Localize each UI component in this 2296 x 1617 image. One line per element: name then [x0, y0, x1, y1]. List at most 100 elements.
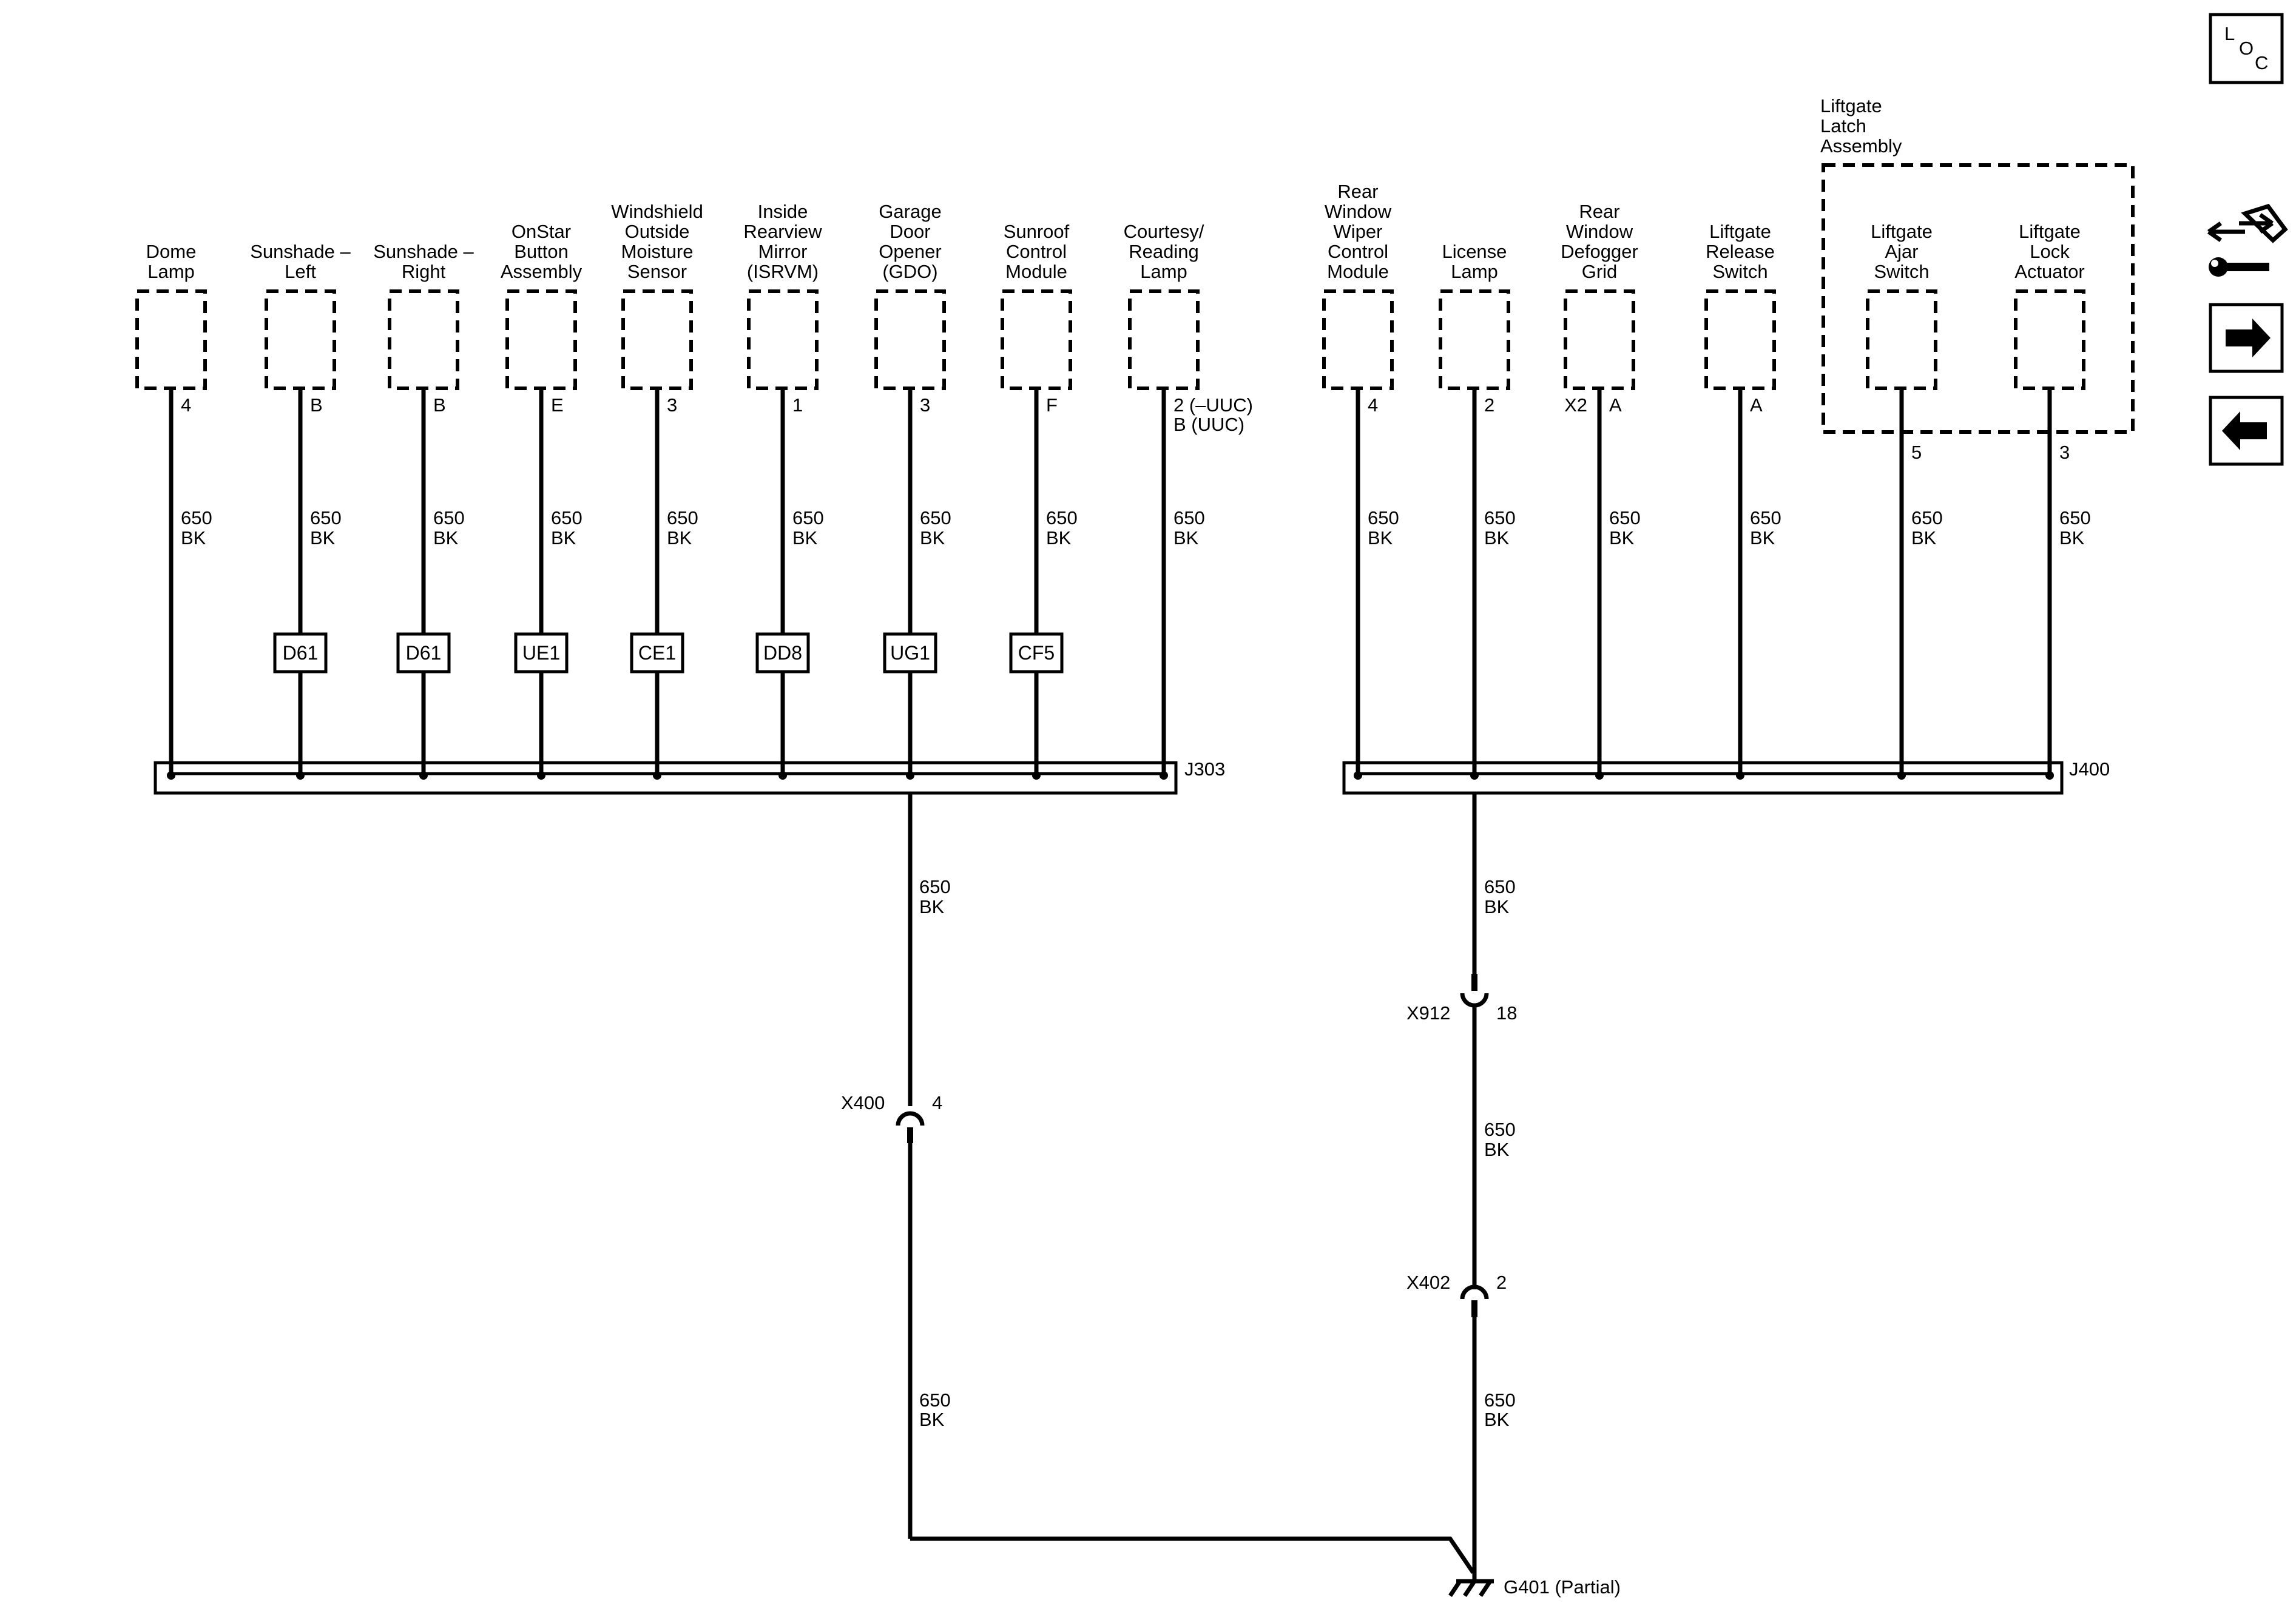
j400-trunk-1-wire-color: BK	[1484, 896, 1510, 917]
component-name-rear-window-wiper-control-module-line-1: Rear	[1337, 181, 1378, 202]
pin-alt-courtesy-reading-lamp: B (UUC)	[1173, 414, 1244, 435]
component-name-inside-rearview-mirror-isrvm-line-1: Inside	[758, 201, 808, 222]
arrow-right-icon[interactable]	[2209, 303, 2284, 373]
loc-button-frame[interactable]	[2209, 13, 2284, 84]
wire-gauge-rear-window-defogger-grid: 650	[1609, 507, 1641, 528]
connector-wrench-icon[interactable]	[2207, 203, 2288, 277]
component-box-dome-lamp	[135, 289, 207, 390]
wire-color-rear-window-wiper-control-module: BK	[1368, 527, 1393, 549]
pin-liftgate-ajar-switch: 5	[1911, 442, 1922, 463]
splice-dot-liftgate-release-switch	[1736, 771, 1744, 780]
option-box-sunroof-control-module	[1009, 632, 1064, 673]
pin-onstar-button-assembly: E	[551, 394, 564, 416]
splice-dot-sunshade-left	[296, 771, 305, 780]
j400-trunk-1-wire-gauge: 650	[1484, 876, 1516, 897]
component-box-courtesy-reading-lamp	[1128, 289, 1200, 390]
component-name-courtesy-reading-lamp-line-1: Courtesy/	[1124, 221, 1204, 242]
wire-gauge-sunshade-left: 650	[310, 507, 342, 528]
wire-gauge-liftgate-release-switch: 650	[1750, 507, 1781, 528]
component-name-liftgate-release-switch-line-2: Release	[1706, 241, 1775, 262]
splice-j400-body	[1342, 761, 2064, 795]
component-name-garage-door-opener-gdo-line-3: Opener	[879, 241, 941, 262]
component-name-liftgate-ajar-switch-line-2: Ajar	[1885, 241, 1918, 262]
wire-gauge-license-lamp: 650	[1484, 507, 1516, 528]
pin-windshield-outside-moisture-sensor: 3	[667, 394, 677, 416]
component-name-dome-lamp-line-1: Dome	[146, 241, 197, 262]
splice-dot-sunroof-control-module	[1032, 771, 1041, 780]
component-name-sunshade-left-line-1: Sunshade –	[250, 241, 351, 262]
component-name-liftgate-ajar-switch-line-1: Liftgate	[1871, 221, 1933, 242]
splice-dot-rear-window-wiper-control-module	[1354, 771, 1362, 780]
splice-dot-license-lamp	[1470, 771, 1479, 780]
liftgate-latch-assembly-label-line-1: Liftgate	[1820, 95, 1882, 116]
component-name-rear-window-defogger-grid-line-2: Window	[1566, 221, 1633, 242]
option-box-windshield-outside-moisture-sensor	[630, 632, 684, 673]
component-name-windshield-outside-moisture-sensor-line-3: Moisture	[621, 241, 694, 262]
pin-sunshade-left: B	[310, 394, 323, 416]
arrow-left-icon[interactable]	[2209, 396, 2284, 466]
component-name-rear-window-wiper-control-module-line-3: Wiper	[1334, 221, 1383, 242]
wire-color-rear-window-defogger-grid: BK	[1609, 527, 1635, 549]
component-name-inside-rearview-mirror-isrvm-line-2: Rearview	[743, 221, 822, 242]
option-code-garage-door-opener-gdo: UG1	[890, 642, 930, 664]
component-name-sunshade-left-line-2: Left	[285, 261, 316, 282]
wire-color-courtesy-reading-lamp: BK	[1173, 527, 1199, 549]
wire-gauge-windshield-outside-moisture-sensor: 650	[667, 507, 698, 528]
j303-trunk-upper-wire-gauge: 650	[919, 876, 951, 897]
loc-letter-c: C	[2255, 52, 2268, 73]
component-name-windshield-outside-moisture-sensor-line-1: Windshield	[611, 201, 703, 222]
x402-connector-label: X402	[1406, 1272, 1450, 1293]
component-name-liftgate-release-switch-line-1: Liftgate	[1709, 221, 1771, 242]
pin-rear-window-wiper-control-module: 4	[1368, 394, 1378, 416]
wire-color-sunshade-left: BK	[310, 527, 336, 549]
x912-connector-label: X912	[1406, 1002, 1450, 1024]
wire-gauge-garage-door-opener-gdo: 650	[920, 507, 951, 528]
pin-inside-rearview-mirror-isrvm: 1	[792, 394, 803, 416]
option-box-sunshade-right	[396, 632, 451, 673]
component-name-rear-window-wiper-control-module-line-5: Module	[1327, 261, 1389, 282]
component-name-inside-rearview-mirror-isrvm-line-3: Mirror	[758, 241, 808, 262]
wire-gauge-sunroof-control-module: 650	[1046, 507, 1078, 528]
component-name-courtesy-reading-lamp-line-3: Lamp	[1140, 261, 1187, 282]
component-box-sunshade-left	[265, 289, 336, 390]
splice-j303-body	[154, 761, 1178, 795]
component-name-liftgate-lock-actuator-line-3: Actuator	[2014, 261, 2084, 282]
component-box-garage-door-opener-gdo	[874, 289, 946, 390]
x912-connector-symbol	[1460, 993, 1489, 1008]
ground-tick-3	[1479, 1580, 1492, 1597]
option-box-garage-door-opener-gdo	[883, 632, 937, 673]
pin-left-rear-window-defogger-grid: X2	[1564, 394, 1587, 416]
component-name-windshield-outside-moisture-sensor-line-2: Outside	[625, 221, 690, 242]
wire-gauge-onstar-button-assembly: 650	[551, 507, 582, 528]
j303-trunk-lower-wire-color: BK	[919, 1409, 945, 1430]
splice-dot-dome-lamp	[167, 771, 175, 780]
x402-connector-pin-body	[1471, 1300, 1477, 1317]
x400-connector-pin-body	[907, 1127, 913, 1143]
j303-trunk-to-ground	[910, 1536, 1475, 1574]
pin-rear-window-defogger-grid: A	[1609, 394, 1622, 416]
wire-color-sunroof-control-module: BK	[1046, 527, 1072, 549]
wire-color-liftgate-lock-actuator: BK	[2059, 527, 2085, 549]
x912-connector-pin: 18	[1496, 1002, 1517, 1024]
pin-sunshade-right: B	[433, 394, 446, 416]
wire-color-license-lamp: BK	[1484, 527, 1510, 549]
component-box-liftgate-lock-actuator	[2014, 289, 2085, 390]
component-name-onstar-button-assembly-line-3: Assembly	[501, 261, 582, 282]
option-code-inside-rearview-mirror-isrvm: DD8	[763, 642, 802, 664]
loc-button[interactable]: L O C	[2209, 13, 2284, 84]
wire-color-onstar-button-assembly: BK	[551, 527, 576, 549]
pin-liftgate-release-switch: A	[1750, 394, 1763, 416]
component-box-rear-window-defogger-grid	[1564, 289, 1635, 390]
component-name-sunroof-control-module-line-1: Sunroof	[1004, 221, 1070, 242]
component-name-garage-door-opener-gdo-line-1: Garage	[879, 201, 941, 222]
splice-dot-onstar-button-assembly	[537, 771, 545, 780]
j303-trunk-lower-wire-gauge: 650	[919, 1389, 951, 1411]
option-code-onstar-button-assembly: UE1	[522, 642, 560, 664]
static-wiring: J303 J400 650 BK X400 4 650 BK 650 BK X9…	[154, 163, 2135, 1598]
component-name-sunroof-control-module-line-2: Control	[1006, 241, 1067, 262]
component-name-liftgate-ajar-switch-line-3: Switch	[1874, 261, 1929, 282]
option-box-onstar-button-assembly	[514, 632, 569, 673]
component-box-liftgate-ajar-switch	[1866, 289, 1937, 390]
